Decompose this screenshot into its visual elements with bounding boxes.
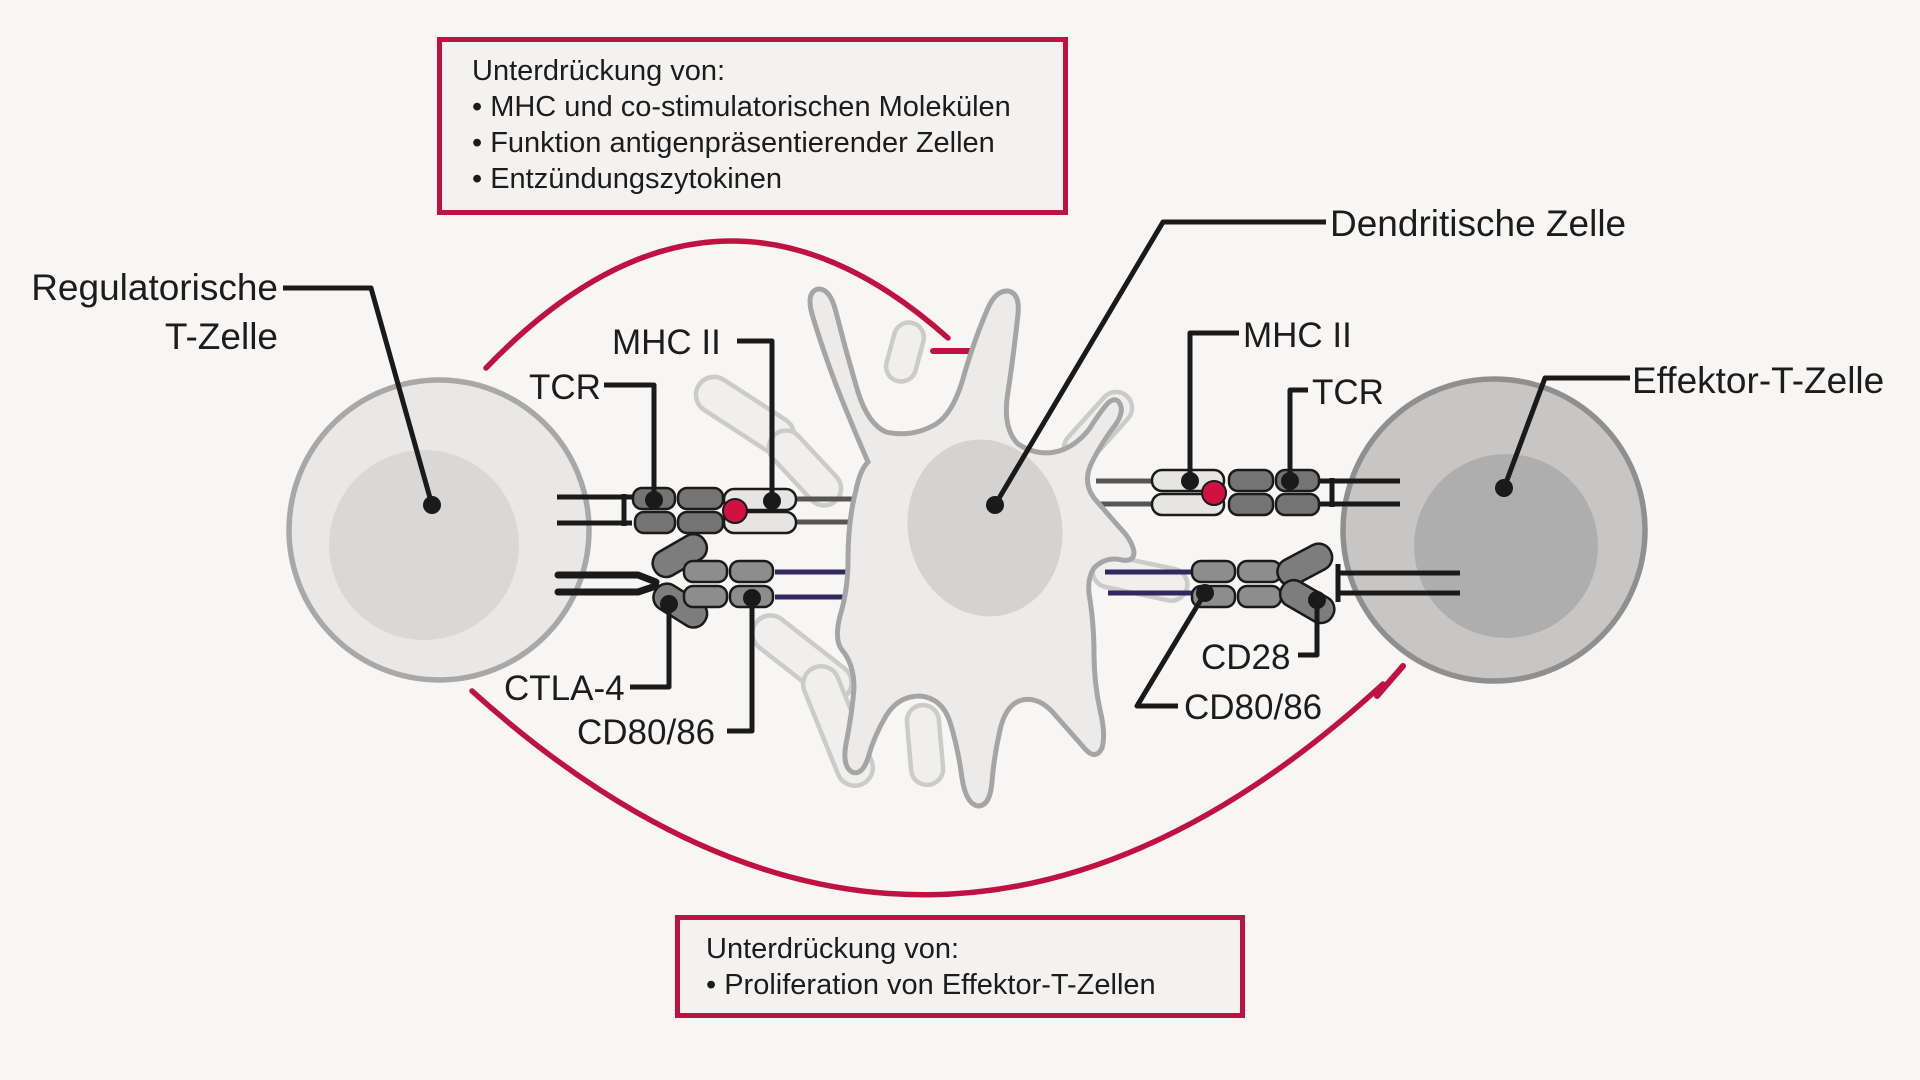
ctla4-label: CTLA-4 xyxy=(504,669,625,708)
leader-effector-t-cell xyxy=(1501,375,1630,489)
suppression-box-bottom: Unterdrückung von: • Proliferation von E… xyxy=(675,915,1245,1018)
regulatory-t-cell-label-line1: Regulatorische xyxy=(31,267,278,308)
tcr-right-label: TCR xyxy=(1312,373,1384,412)
regulatory-t-cell xyxy=(286,377,592,683)
cd80-86-right-label: CD80/86 xyxy=(1184,688,1323,727)
suppression-box-top: Unterdrückung von: • MHC und co-stimulat… xyxy=(437,37,1068,215)
effector-t-cell xyxy=(1340,376,1648,684)
suppression-box-top-bullet: • Entzündungszytokinen xyxy=(472,163,783,195)
dendritic-cell-nucleus xyxy=(907,439,1063,617)
leader-cd80-86-right xyxy=(1134,591,1208,709)
inhibition-tbar-bottom xyxy=(1374,663,1406,699)
mhc2-right-label: MHC II xyxy=(1243,316,1352,355)
leader-cd80-86-left xyxy=(727,598,755,734)
regulatory-t-cell-label: Regulatorische T-Zelle xyxy=(20,263,278,361)
leader-tcr-left xyxy=(604,382,657,500)
suppression-box-top-bullet: • Funktion antigenpräsentierender Zellen xyxy=(472,127,995,159)
suppression-box-top-bullet: • MHC und co-stimulatorischen Molekülen xyxy=(472,91,1011,123)
suppression-box-top-title: Unterdrückung von: xyxy=(472,55,726,87)
cd80-86-left-label: CD80/86 xyxy=(577,713,716,752)
cd28-receptor xyxy=(1276,542,1336,625)
mhc2-left-receptor xyxy=(722,487,798,535)
tcr-right-receptor xyxy=(1227,468,1321,517)
effector-t-cell-label: Effektor-T-Zelle xyxy=(1632,360,1885,401)
leader-tcr-right xyxy=(1287,387,1308,481)
leader-cd28 xyxy=(1298,600,1320,658)
tcr-left-label: TCR xyxy=(529,368,601,407)
leader-dendritic-cell xyxy=(992,219,1326,507)
leader-mhc2-right xyxy=(1187,330,1239,481)
leader-lines xyxy=(283,219,1630,734)
inhibition-arcs xyxy=(469,238,1406,898)
regulatory-t-cell-label-line2: T-Zelle xyxy=(164,316,278,357)
cd80-86-right-receptor xyxy=(1190,559,1283,609)
suppression-box-bottom-bullet: • Proliferation von Effektor-T-Zellen xyxy=(706,969,1156,1001)
dendritic-cell-label: Dendritische Zelle xyxy=(1330,203,1627,244)
antigen-peptide-left xyxy=(722,498,748,524)
leader-mhc2-left xyxy=(737,338,775,501)
antigen-peptide-right xyxy=(1201,480,1227,506)
inhibition-arc-bottom xyxy=(469,681,1386,898)
inhibition-arc-top xyxy=(483,238,951,371)
cd28-label: CD28 xyxy=(1201,638,1291,677)
mhc2-left-label: MHC II xyxy=(612,323,721,362)
suppression-box-bottom-title: Unterdrückung von: xyxy=(706,933,960,965)
cd80-86-left-receptor xyxy=(682,559,775,609)
dendritic-cell xyxy=(807,286,1137,809)
regulatory-t-cell-nucleus xyxy=(329,450,519,640)
leader-regulatory-t-cell xyxy=(283,285,435,506)
tcr-left-receptor xyxy=(631,486,725,535)
leader-dots xyxy=(423,472,1513,613)
leader-ctla4 xyxy=(630,604,672,690)
